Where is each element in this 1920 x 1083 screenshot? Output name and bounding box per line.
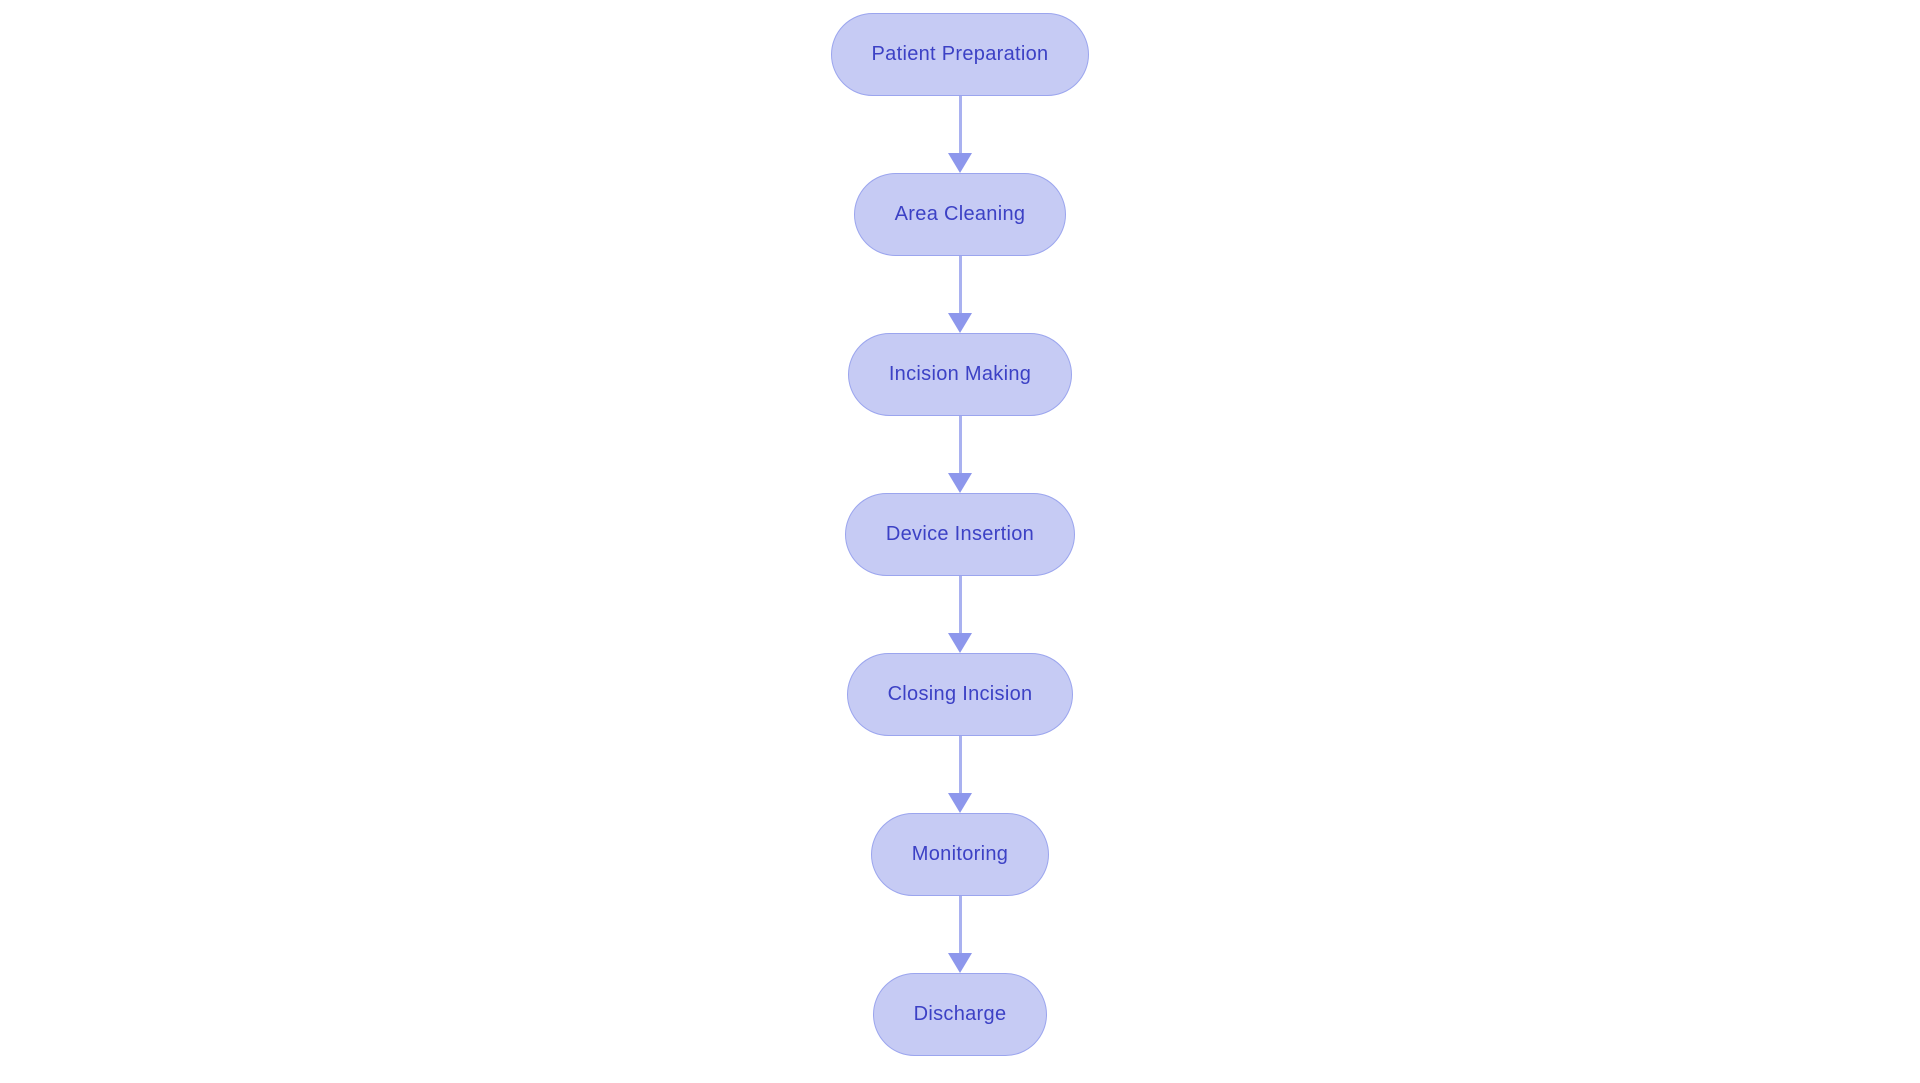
node-label: Area Cleaning — [894, 203, 1026, 225]
connector-arrow — [948, 896, 972, 973]
node-label: Incision Making — [888, 363, 1032, 385]
flow-node-closing-incision: Closing Incision — [846, 653, 1074, 736]
flow-node-area-cleaning: Area Cleaning — [853, 173, 1067, 256]
node-label: Patient Preparation — [871, 43, 1049, 65]
flow-node-patient-preparation: Patient Preparation — [830, 13, 1090, 96]
down-arrow-icon — [948, 313, 972, 333]
down-arrow-icon — [948, 153, 972, 173]
flow-node-device-insertion: Device Insertion — [844, 493, 1076, 576]
connector-arrow — [948, 96, 972, 173]
down-arrow-icon — [948, 473, 972, 493]
node-label: Device Insertion — [885, 523, 1035, 545]
connector-arrow — [948, 576, 972, 653]
connector-arrow — [948, 416, 972, 493]
flow-node-incision-making: Incision Making — [847, 333, 1073, 416]
arrow-line — [958, 576, 962, 634]
connector-arrow — [948, 256, 972, 333]
down-arrow-icon — [948, 633, 972, 653]
flow-node-monitoring: Monitoring — [870, 813, 1050, 896]
down-arrow-icon — [948, 793, 972, 813]
flow-node-discharge: Discharge — [872, 973, 1048, 1056]
node-label: Monitoring — [911, 843, 1009, 865]
down-arrow-icon — [948, 953, 972, 973]
arrow-line — [958, 96, 962, 154]
arrow-line — [958, 896, 962, 954]
connector-arrow — [948, 736, 972, 813]
arrow-line — [958, 256, 962, 314]
arrow-line — [958, 416, 962, 474]
arrow-line — [958, 736, 962, 794]
node-label: Closing Incision — [887, 683, 1033, 705]
node-label: Discharge — [913, 1003, 1007, 1025]
